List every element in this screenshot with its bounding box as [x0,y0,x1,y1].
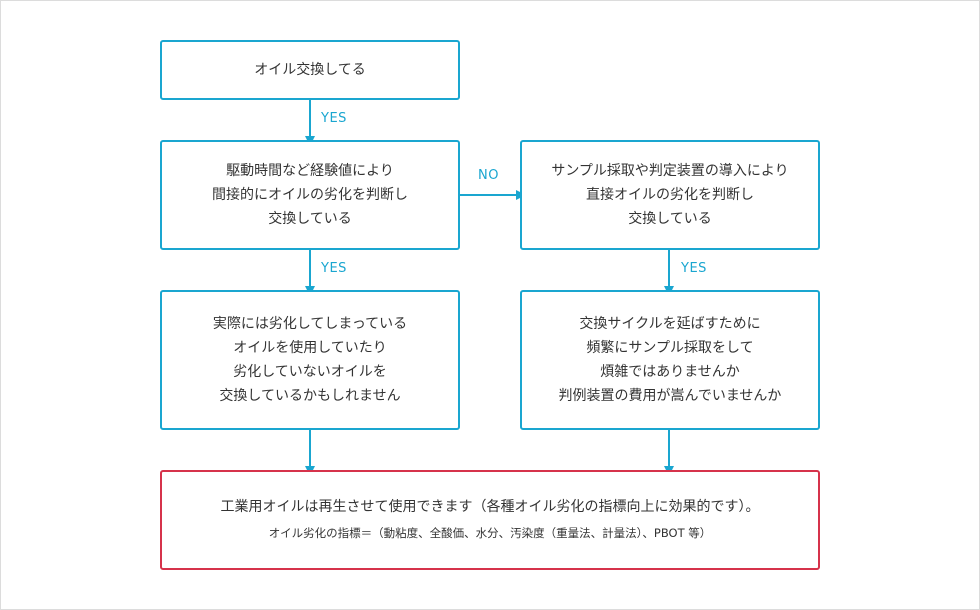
node-start-line: オイル交換してる [254,62,366,78]
node-direct-issue-line-4: 判例装置の費用が嵩んでいませんか [558,388,782,404]
result-sub-text: オイル劣化の指標＝（動粘度、全酸価、水分、汚染度（重量法、計量法）、PBOT 等… [268,526,712,540]
edge-label-indirect-yes: YES [321,261,347,276]
node-direct-issue-line-1: 交換サイクルを延ばすために [579,316,761,332]
node-indirect-issue-line-4: 交換しているかもしれません [219,388,401,404]
node-direct-issue-line-2: 頻繁にサンプル採取をして [586,340,754,356]
node-indirect-line-3: 交換している [268,211,352,227]
node-direct-judgement: サンプル採取や判定装置の導入により 直接オイルの劣化を判断し 交換している [520,140,820,250]
node-indirect-line-1: 駆動時間など経験値により [226,163,394,179]
node-direct-line-1: サンプル採取や判定装置の導入により [551,163,789,179]
node-indirect-line-2: 間接的にオイルの劣化を判断し [212,187,408,203]
node-indirect-judgement: 駆動時間など経験値により 間接的にオイルの劣化を判断し 交換している [160,140,460,250]
result-main-text: 工業用オイルは再生させて使用できます（各種オイル劣化の指標向上に効果的です）。 [220,499,760,515]
node-direct-line-2: 直接オイルの劣化を判断し [586,187,754,203]
node-direct-issue: 交換サイクルを延ばすために 頻繁にサンプル採取をして 煩雑ではありませんか 判例… [520,290,820,430]
edge-label-direct-yes: YES [681,261,707,276]
node-direct-line-3: 交換している [628,211,712,227]
edge-label-start-yes: YES [321,111,347,126]
node-indirect-issue-line-2: オイルを使用していたり [233,340,387,356]
node-indirect-issue-line-3: 劣化していないオイルを [233,364,387,380]
node-start: オイル交換してる [160,40,460,100]
node-indirect-issue-line-1: 実際には劣化してしまっている [212,316,408,332]
edge-label-no: NO [478,168,499,183]
node-result: 工業用オイルは再生させて使用できます（各種オイル劣化の指標向上に効果的です）。 … [160,470,820,570]
node-direct-issue-line-3: 煩雑ではありませんか [600,364,740,380]
node-indirect-issue: 実際には劣化してしまっている オイルを使用していたり 劣化していないオイルを 交… [160,290,460,430]
